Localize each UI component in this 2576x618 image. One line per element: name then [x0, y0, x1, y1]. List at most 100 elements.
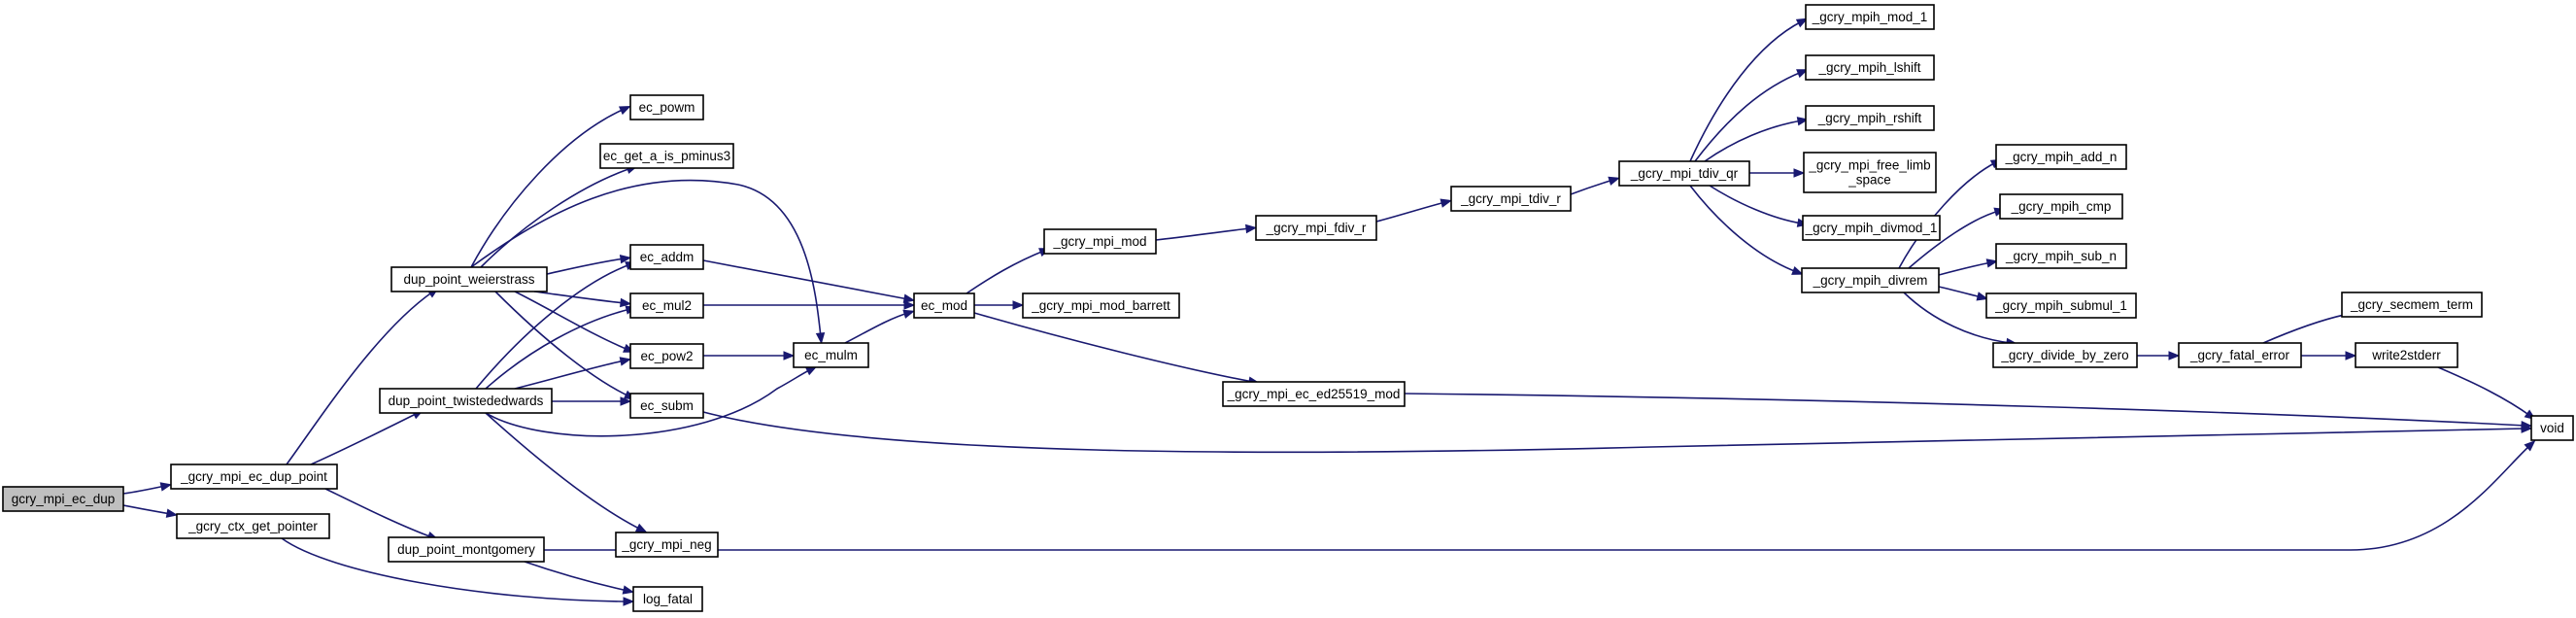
node-mpi_mod[interactable]: _gcry_mpi_mod — [1043, 228, 1157, 255]
arrowhead-ed25519-to-void — [2521, 421, 2533, 430]
edge-twisted-to-ec_mul2 — [485, 308, 631, 390]
edge-ec_addm-to-ec_mod — [702, 259, 909, 300]
node-ed25519[interactable]: _gcry_mpi_ec_ed25519_mod — [1222, 381, 1406, 407]
node-box — [2, 486, 124, 512]
node-ec_mul2[interactable]: ec_mul2 — [629, 292, 704, 319]
arrowhead-divide_by_zero-to-fatal_error — [2168, 351, 2181, 360]
edge-mont-to-log_fatal — [524, 561, 628, 592]
node-label: _gcry_secmem_term — [2350, 297, 2473, 312]
node-box — [1803, 152, 1937, 193]
node-fatal_error[interactable]: _gcry_fatal_error — [2178, 342, 2302, 368]
arrowhead-mont-to-void — [2524, 440, 2536, 452]
edge-dup_point-to-twisted — [310, 412, 419, 465]
node-box — [1805, 105, 1935, 131]
node-ec_subm[interactable]: ec_subm — [629, 393, 704, 419]
node-write2stderr[interactable]: write2stderr — [2355, 342, 2458, 368]
node-box — [379, 388, 553, 414]
node-tdiv_r[interactable]: _gcry_mpi_tdiv_r — [1450, 186, 1572, 212]
node-free_limb[interactable]: _gcry_mpi_free_limb_space — [1803, 152, 1937, 193]
node-box — [629, 343, 704, 369]
node-mpi_neg[interactable]: _gcry_mpi_neg — [615, 532, 719, 558]
edge-tdiv_r-to-tdiv_qr — [1570, 179, 1614, 195]
node-box — [1450, 186, 1572, 212]
node-sub_n[interactable]: _gcry_mpih_sub_n — [1995, 243, 2127, 269]
arrowhead-tdiv_qr-to-free_limb — [1793, 168, 1806, 178]
arrowhead-ec_mul2-to-ec_mod — [903, 300, 916, 310]
edge-twisted-to-ec_pow2 — [514, 360, 626, 390]
node-tdiv_qr[interactable]: _gcry_mpi_tdiv_qr — [1618, 160, 1750, 187]
node-secmem_term[interactable]: _gcry_secmem_term — [2341, 292, 2483, 318]
edge-divrem-to-cmp — [1908, 210, 2000, 269]
node-label: ec_mul2 — [642, 298, 692, 313]
arrowhead-tdiv_qr-to-mod_1 — [1795, 17, 1809, 28]
node-box — [1805, 4, 1935, 30]
edge-weier-to-ec_pow2 — [514, 291, 629, 351]
arrowhead-weier-to-ec_mulm — [815, 332, 826, 345]
edge-tdiv_qr-to-mod_1 — [1689, 20, 1803, 162]
node-divmod_1[interactable]: _gcry_mpih_divmod_1 — [1802, 215, 1941, 241]
node-weier[interactable]: dup_point_weierstrass — [390, 266, 548, 292]
node-log_fatal[interactable]: log_fatal — [632, 586, 703, 612]
node-label: _gcry_divide_by_zero — [2000, 348, 2128, 362]
node-box — [1805, 54, 1935, 81]
node-mod_1[interactable]: _gcry_mpih_mod_1 — [1805, 4, 1935, 30]
node-mod_barrett[interactable]: _gcry_mpi_mod_barrett — [1022, 292, 1180, 319]
edge-tdiv_qr-to-divmod_1 — [1709, 185, 1803, 224]
node-box — [913, 292, 975, 319]
node-box — [629, 393, 704, 419]
node-label: _space — [1847, 173, 1891, 188]
edge-twisted-to-mpi_neg — [485, 412, 642, 531]
node-rshift[interactable]: _gcry_mpih_rshift — [1805, 105, 1935, 131]
node-label: _gcry_fatal_error — [2189, 348, 2290, 362]
node-label: _gcry_mpih_divrem — [1813, 273, 1928, 288]
node-mont[interactable]: dup_point_montgomery — [388, 536, 545, 563]
node-label: _gcry_mpi_mod — [1052, 234, 1146, 249]
edges-layer — [122, 17, 2536, 606]
node-box — [2178, 342, 2302, 368]
node-box — [629, 244, 704, 270]
node-ec_pow2[interactable]: ec_pow2 — [629, 343, 704, 369]
node-box — [632, 586, 703, 612]
node-lshift[interactable]: _gcry_mpih_lshift — [1805, 54, 1935, 81]
node-label: _gcry_mpi_ec_dup_point — [180, 469, 327, 484]
node-root[interactable]: gcry_mpi_ec_dup — [2, 486, 124, 512]
node-label: ec_pow2 — [640, 349, 693, 363]
node-label: _gcry_mpih_lshift — [1817, 60, 1920, 75]
node-void[interactable]: void — [2530, 415, 2574, 441]
arrowhead-tdiv_qr-to-lshift — [1796, 69, 1809, 79]
node-ec_powm[interactable]: ec_powm — [629, 94, 704, 120]
node-label: ec_powm — [639, 100, 695, 115]
node-label: ec_get_a_is_pminus3 — [603, 149, 730, 163]
node-label: _gcry_mpi_free_limb — [1808, 158, 1930, 173]
node-divrem[interactable]: _gcry_mpih_divrem — [1801, 267, 1940, 293]
node-ctx_get[interactable]: _gcry_ctx_get_pointer — [176, 513, 330, 539]
arrowhead-twisted-to-ec_subm — [620, 396, 632, 406]
node-label: _gcry_ctx_get_pointer — [187, 519, 318, 533]
node-ec_addm[interactable]: ec_addm — [629, 244, 704, 270]
edge-mpi_mod-to-fdiv_r — [1155, 227, 1251, 241]
edge-weier-to-ec_get_a — [480, 167, 632, 268]
node-dup_point[interactable]: _gcry_mpi_ec_dup_point — [170, 464, 338, 490]
node-add_n[interactable]: _gcry_mpih_add_n — [1995, 144, 2127, 170]
edge-twisted-to-ec_mulm — [485, 368, 812, 437]
node-cmp[interactable]: _gcry_mpih_cmp — [1999, 193, 2123, 220]
edge-ctx_get-to-log_fatal — [281, 537, 628, 602]
arrowhead-divrem-to-sub_n — [1985, 258, 1999, 268]
node-divide_by_zero[interactable]: _gcry_divide_by_zero — [1992, 342, 2138, 368]
edge-tdiv_qr-to-rshift — [1704, 120, 1803, 162]
node-fdiv_r[interactable]: _gcry_mpi_fdiv_r — [1255, 215, 1377, 241]
arrowhead-ec_mod-to-mod_barrett — [1012, 300, 1025, 310]
node-ec_get_a[interactable]: ec_get_a_is_pminus3 — [599, 143, 734, 169]
node-twisted[interactable]: dup_point_twistededwards — [379, 388, 553, 414]
node-label: gcry_mpi_ec_dup — [12, 492, 116, 506]
node-box — [170, 464, 338, 490]
arrowhead-ec_pow2-to-ec_mulm — [783, 351, 796, 360]
node-ec_mod[interactable]: ec_mod — [913, 292, 975, 319]
node-label: dup_point_weierstrass — [403, 272, 534, 287]
node-label: ec_mulm — [804, 348, 858, 362]
edge-divrem-to-submul_1 — [1938, 286, 1983, 298]
node-submul_1[interactable]: _gcry_mpih_submul_1 — [1985, 292, 2137, 319]
node-ec_mulm[interactable]: ec_mulm — [793, 342, 869, 368]
arrowhead-twisted-to-mpi_neg — [634, 523, 648, 533]
